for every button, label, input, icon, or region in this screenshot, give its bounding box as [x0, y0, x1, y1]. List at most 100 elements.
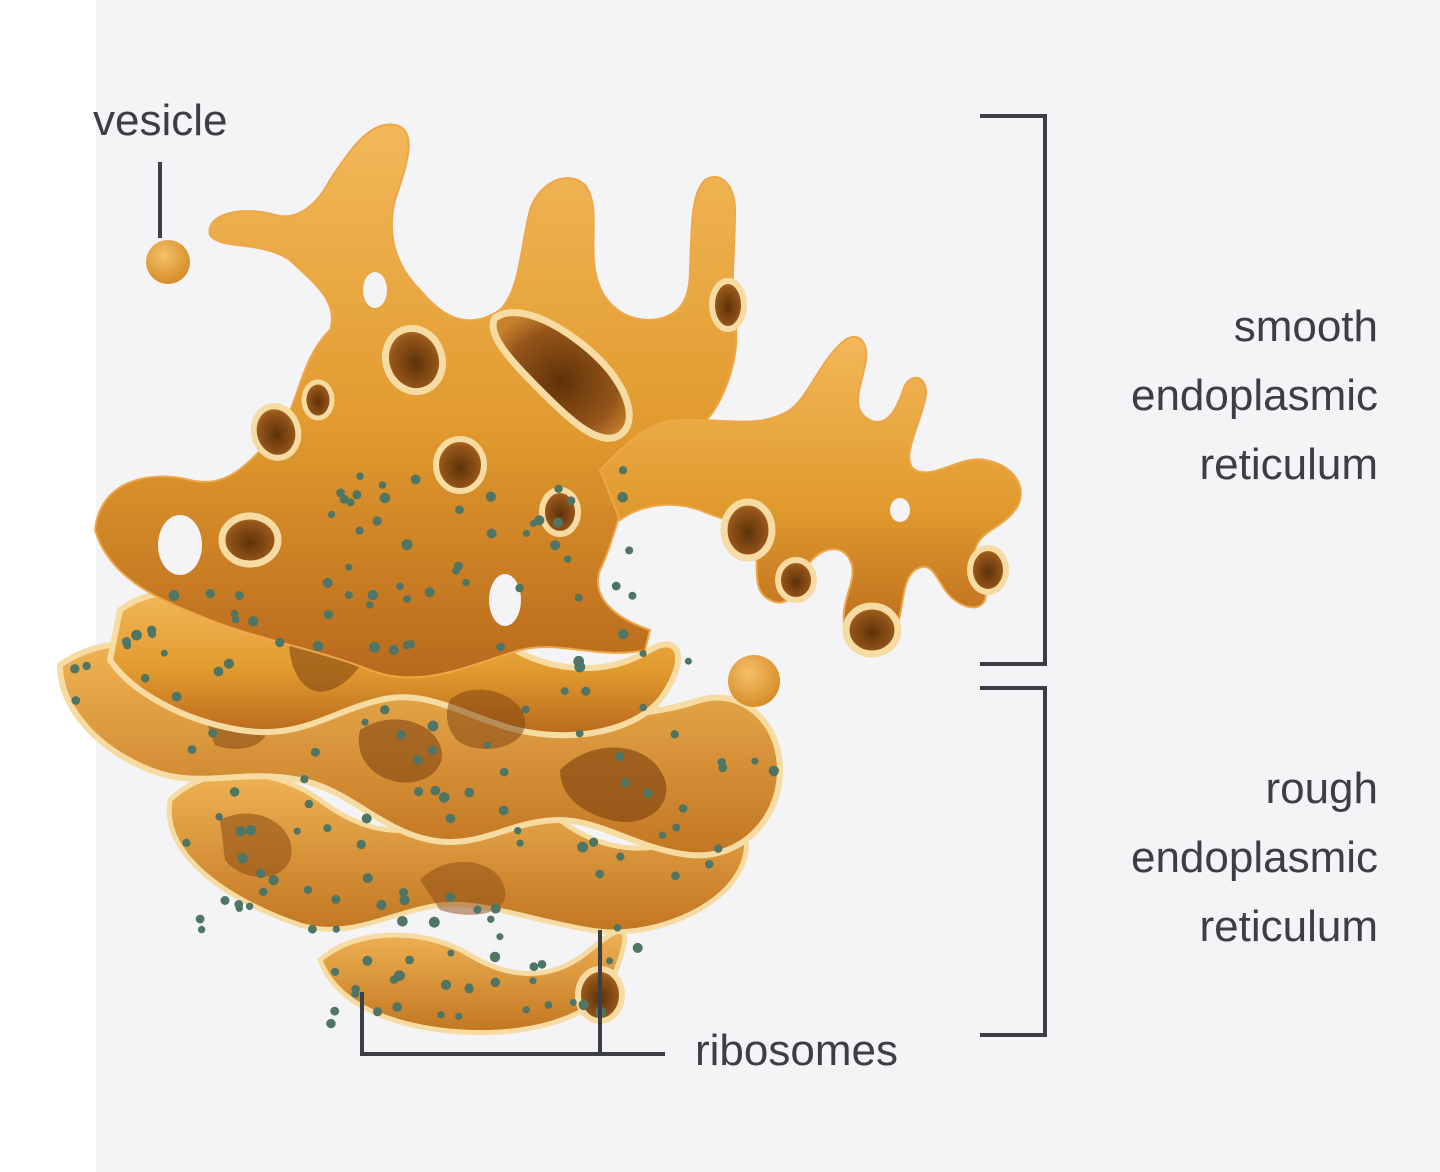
ribosome-dot: [187, 745, 197, 754]
ribosome-dot: [229, 787, 240, 797]
ribosome-dot: [554, 484, 563, 493]
ribosome-dot: [352, 490, 362, 500]
ribosome-dot: [713, 844, 723, 853]
ribosome-dot: [445, 813, 456, 824]
ribosome-dot: [268, 875, 279, 886]
ribosome-dot: [312, 640, 324, 652]
ribosome-dot: [208, 728, 218, 738]
ribosome-dot: [362, 873, 373, 884]
ribosome-dot: [367, 589, 378, 601]
ribosome-dot: [303, 885, 313, 894]
ribosome-dot: [625, 546, 634, 555]
ribosome-dot: [256, 868, 266, 879]
ribosome-dot: [684, 657, 692, 665]
ribosome-dot: [566, 496, 576, 506]
ribosome-dot: [414, 786, 424, 797]
ribosome-dot: [671, 871, 680, 881]
ribosome-dot: [678, 804, 688, 813]
ribosome-dot: [231, 615, 240, 624]
rough-er-label-line-3: reticulum: [1199, 902, 1379, 951]
ribosome-dot: [336, 488, 345, 498]
ribosome-dot: [487, 915, 495, 923]
ribosome-dot: [402, 640, 412, 650]
ribosome-dot: [462, 578, 470, 587]
ribosome-dot: [427, 720, 439, 732]
ribosome-dot: [672, 823, 681, 832]
ribosome-dot: [483, 741, 491, 749]
ribosome-dot: [379, 492, 391, 504]
ribosome-dot: [345, 563, 353, 571]
ribosome-dot: [751, 757, 759, 765]
ribosome-dot: [308, 924, 317, 934]
ribosome-dot: [544, 1001, 553, 1009]
ribosome-dot: [351, 989, 360, 998]
ribosome-dot: [489, 951, 501, 963]
ribosome-dot: [575, 729, 584, 738]
ribosome-dot: [447, 949, 455, 957]
ribosome-dot: [403, 595, 411, 603]
ribosome-dot: [564, 555, 572, 563]
ribosome-dot: [331, 894, 341, 904]
ribosome-dots: [70, 466, 779, 1029]
rough-er-label: rough endoplasmic reticulum: [1131, 754, 1378, 961]
ribosome-dot: [322, 577, 333, 588]
ribosome-dot: [399, 895, 410, 906]
ribosome-dot: [168, 590, 180, 601]
ribosome-dot: [464, 787, 475, 798]
ribosomes-leader-line: [360, 992, 665, 1056]
ribosome-dot: [440, 979, 452, 991]
ribosome-dot: [323, 609, 334, 620]
ribosome-dot: [658, 831, 667, 839]
ribosome-dot: [388, 644, 399, 656]
ribosome-dot: [140, 673, 150, 683]
ribosome-dot: [160, 649, 168, 657]
ribosome-dot: [131, 629, 142, 641]
rough-er-label-line-2: endoplasmic: [1130, 833, 1378, 882]
ribosome-dot: [399, 888, 409, 897]
ribosome-dot: [355, 526, 364, 535]
ribosome-dot: [521, 705, 530, 714]
ribosome-dot: [356, 839, 366, 850]
ribosome-dot: [215, 813, 223, 821]
ribosome-dot: [259, 887, 268, 896]
ribosome-dot: [428, 916, 440, 928]
ribosome-dot: [195, 914, 205, 924]
ribosome-dot: [437, 1011, 445, 1019]
ribosome-dot: [412, 754, 423, 765]
ribosome-dot: [346, 498, 355, 507]
ribosome-dot: [235, 826, 246, 837]
ribosome-dot: [615, 751, 625, 762]
ribosome-dot: [424, 587, 435, 598]
ribosome-dot: [632, 942, 643, 953]
ribosome-dot: [473, 905, 482, 914]
ribosome-dot: [213, 666, 224, 677]
ribosome-dot: [380, 705, 390, 715]
ribosome-dot: [396, 729, 407, 740]
ribosome-dot: [197, 925, 206, 934]
ribosome-dot: [327, 510, 336, 519]
ribosome-dot: [670, 730, 679, 739]
ribosome-dot: [613, 923, 622, 932]
ribosome-dot: [378, 481, 387, 489]
ribosome-dot: [148, 630, 157, 639]
ribosome-dot: [394, 970, 405, 981]
ribosome-dot: [606, 957, 614, 965]
ribosome-dot: [455, 505, 464, 514]
ribosome-dot: [611, 581, 621, 591]
ribosome-dot: [293, 827, 301, 835]
rough-er-label-line-1: rough: [1265, 764, 1378, 813]
ribosome-dot: [522, 1006, 530, 1014]
ribosome-dot: [182, 838, 191, 848]
rough-er-bracket: [980, 686, 1047, 1037]
ribosome-dot: [514, 827, 522, 835]
smooth-er-label-line-2: endoplasmic: [1130, 371, 1378, 420]
ribosome-dot: [438, 792, 450, 803]
ribosome-dot: [490, 903, 501, 914]
ribosome-dot: [344, 591, 353, 600]
vesicle-label: vesicle: [93, 96, 228, 145]
ribosome-dot: [230, 610, 239, 618]
ribosome-dot: [574, 593, 583, 602]
ribosome-dot: [248, 616, 259, 627]
smooth-er-label-line-3: reticulum: [1199, 440, 1379, 489]
ribosome-dot: [223, 658, 234, 669]
